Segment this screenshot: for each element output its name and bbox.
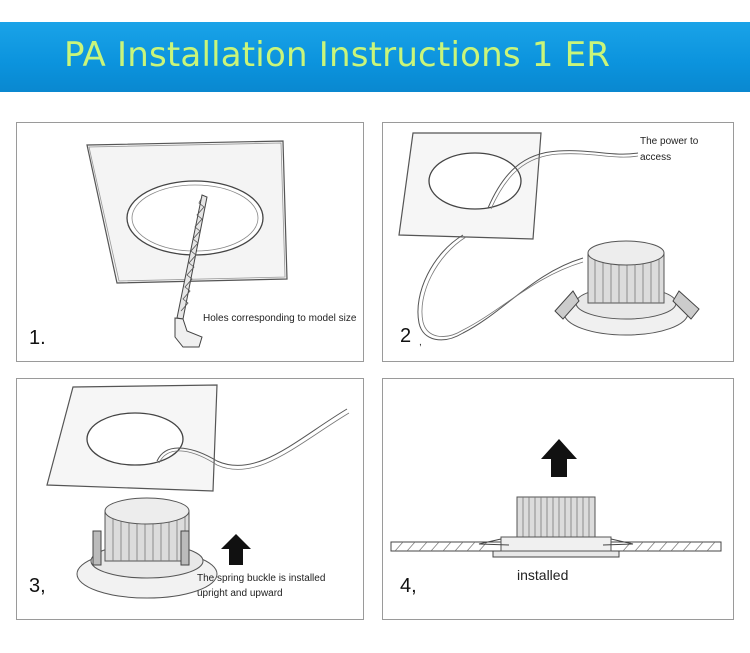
installed-fixture-illustration xyxy=(390,439,722,558)
page-title: PA Installation Instructions 1 ER xyxy=(64,35,611,75)
step-4-panel: 4, installed xyxy=(382,378,734,620)
step-4-number: 4, xyxy=(400,575,417,597)
step-3-caption-line2: upright and upward xyxy=(197,588,283,599)
step-1-caption: Holes corresponding to model size xyxy=(203,313,357,324)
step-3-number: 3, xyxy=(29,575,46,597)
step-3-caption-line1: The spring buckle is installed xyxy=(197,573,326,584)
step-2-number: 2 xyxy=(400,325,412,347)
step-2-panel: 2 , The power to access xyxy=(382,122,734,362)
step-2-caption-line2: access xyxy=(640,152,672,163)
ceiling-cutout-saw-illustration xyxy=(86,140,288,348)
up-arrow-icon xyxy=(221,534,251,565)
step-1-panel: 1. Holes corresponding to model size xyxy=(16,122,364,362)
step-2-mark: , xyxy=(419,337,422,348)
wiring-connection-illustration xyxy=(398,132,700,341)
header-banner: PA Installation Instructions 1 ER xyxy=(0,22,750,92)
spring-buckle-illustration xyxy=(46,384,350,599)
step-1-number: 1. xyxy=(29,327,46,349)
up-arrow-icon xyxy=(541,439,577,477)
step-3-panel: 3, The spring buckle is installed uprigh… xyxy=(16,378,364,620)
step-2-caption-line1: The power to xyxy=(640,136,699,147)
step-4-caption: installed xyxy=(517,567,569,583)
